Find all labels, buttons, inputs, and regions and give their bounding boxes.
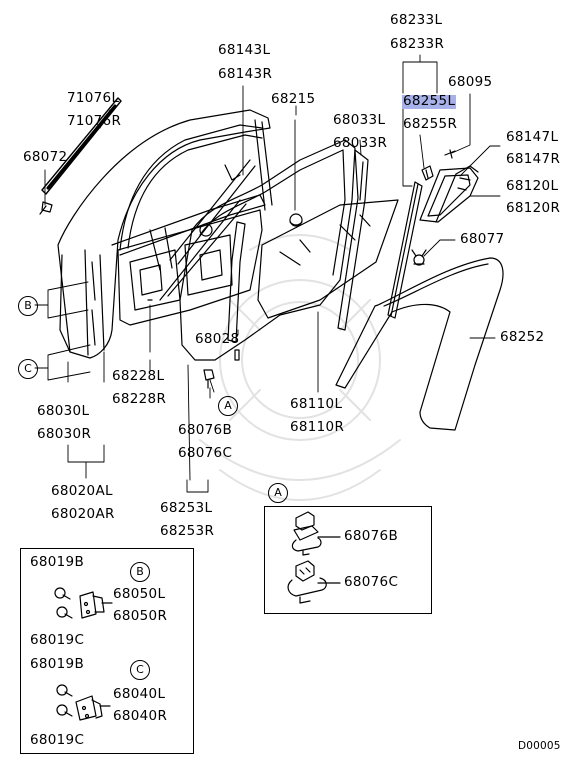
bumper-68215	[289, 119, 303, 227]
label-68072: 68072	[23, 149, 68, 165]
window-regulator	[159, 159, 256, 301]
label-68110r: 68110R	[290, 419, 345, 435]
inset-a-label-68076c: 68076C	[344, 574, 399, 590]
inset-b-label-68050r: 68050R	[113, 608, 168, 624]
door-opening-weatherstrip	[335, 257, 504, 431]
label-68120r: 68120R	[506, 200, 561, 216]
label-68253l: 68253L	[160, 500, 213, 516]
inset-b-label-68019c: 68019C	[30, 632, 85, 648]
label-68143l: 68143L	[218, 42, 271, 58]
inset-a-label-68076b: 68076B	[344, 528, 399, 544]
callout-b: B	[18, 296, 38, 316]
label-68030l: 68030L	[37, 403, 90, 419]
inset-a-drawings	[287, 511, 341, 604]
bracket-68255	[421, 165, 434, 181]
inset-b-circle: B	[130, 562, 150, 582]
label-68077: 68077	[460, 231, 505, 247]
inset-c-label-68019c: 68019C	[30, 732, 85, 748]
label-68253r: 68253R	[160, 523, 215, 539]
clip-68072	[39, 201, 53, 215]
division-channel-68028	[227, 221, 246, 361]
door-outer-panel	[57, 109, 271, 359]
label-68255r: 68255R	[403, 116, 458, 132]
inset-c-circle: C	[130, 660, 150, 680]
label-68215: 68215	[271, 91, 316, 107]
label-68095: 68095	[448, 74, 493, 90]
screw-68095	[444, 149, 456, 159]
label-68255l-highlighted: 68255L	[402, 93, 457, 109]
door-sash-frame	[119, 119, 273, 251]
clip-68077	[411, 249, 427, 266]
inset-bc-box	[20, 548, 194, 754]
door-inner-panel	[117, 209, 263, 326]
inset-c-label-68040r: 68040R	[113, 708, 168, 724]
label-68028: 68028	[195, 331, 240, 347]
watermark-emblem	[199, 234, 401, 501]
label-68228l: 68228L	[112, 368, 165, 384]
label-68233r: 68233R	[390, 36, 445, 52]
inner-seal-68228	[147, 299, 153, 353]
label-68252: 68252	[500, 329, 545, 345]
quarter-moulding	[435, 165, 479, 223]
label-71076l: 71076L	[67, 90, 120, 106]
drawing-code: D00005	[518, 740, 561, 752]
rear-sash-channel	[387, 181, 423, 319]
inset-bc-drawings	[54, 587, 113, 721]
inset-a-box	[264, 506, 432, 614]
leader-lines	[34, 54, 501, 493]
label-68033l: 68033L	[333, 112, 386, 128]
label-68147r: 68147R	[506, 151, 561, 167]
label-68020ar: 68020AR	[51, 506, 115, 522]
glass-run-channel	[337, 149, 369, 331]
clip-68076	[203, 369, 215, 393]
quarter-glass	[419, 167, 479, 223]
label-68143r: 68143R	[218, 66, 273, 82]
callout-c: C	[18, 359, 38, 379]
label-68233l: 68233L	[390, 12, 443, 28]
label-68147l: 68147L	[506, 129, 559, 145]
inset-c-label-68019b: 68019B	[30, 656, 85, 672]
label-68076b: 68076B	[178, 422, 233, 438]
inset-b-label-68050l: 68050L	[113, 586, 166, 602]
label-68120l: 68120L	[506, 178, 559, 194]
door-glass	[257, 199, 399, 319]
label-68076c: 68076C	[178, 445, 233, 461]
label-68020al: 68020AL	[51, 483, 113, 499]
inset-c-label-68040l: 68040L	[113, 686, 166, 702]
label-68033r: 68033R	[333, 135, 388, 151]
callout-a: A	[218, 396, 238, 416]
door-weatherstrip-68253	[179, 139, 356, 361]
inset-a-circle: A	[268, 483, 288, 503]
label-68110l: 68110L	[290, 396, 343, 412]
label-68030r: 68030R	[37, 426, 92, 442]
label-68228r: 68228R	[112, 391, 167, 407]
inset-b-label-68019b: 68019B	[30, 554, 85, 570]
label-71076r: 71076R	[67, 113, 122, 129]
